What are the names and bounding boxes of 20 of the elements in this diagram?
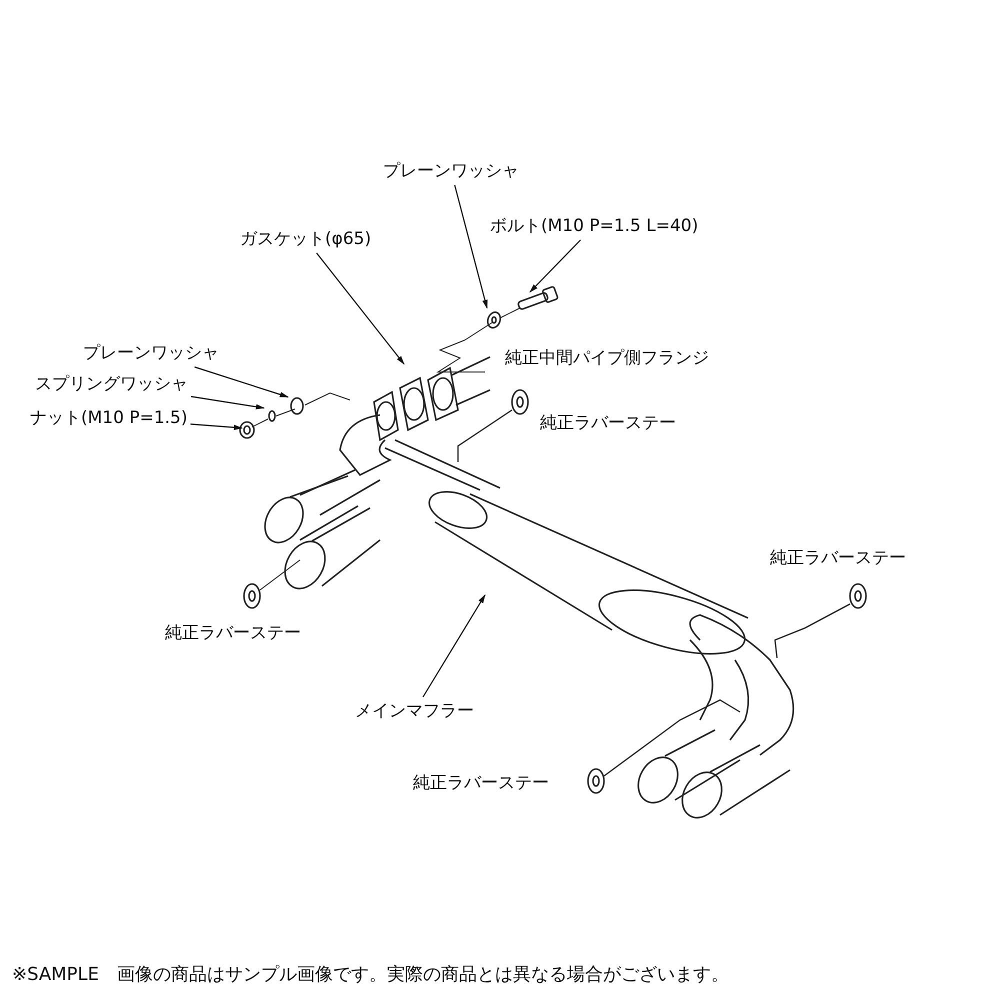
leader-arrow bbox=[194, 366, 289, 398]
leader-arrow bbox=[190, 396, 265, 410]
part-label: メインマフラー bbox=[355, 700, 474, 722]
part-label: 純正中間パイプ側フランジ bbox=[505, 347, 709, 369]
part-label: 純正ラバーステー bbox=[540, 412, 676, 434]
part-label: スプリングワッシャ bbox=[35, 373, 188, 395]
disclaimer-note: ※SAMPLE 画像の商品はサンプル画像です。実際の商品とは異なる場合がございます。 bbox=[12, 964, 729, 986]
leader-arrow bbox=[529, 240, 581, 293]
part-label: ナット(M10 P=1.5) bbox=[30, 407, 188, 429]
leader-arrow bbox=[454, 184, 488, 309]
leader-arrow bbox=[190, 424, 243, 430]
part-label: ガスケット(φ65) bbox=[240, 228, 372, 250]
part-label: 純正ラバーステー bbox=[413, 772, 549, 794]
part-label: プレーンワッシャ bbox=[83, 342, 219, 364]
leader-arrow bbox=[316, 252, 405, 365]
part-label: ボルト(M10 P=1.5 L=40) bbox=[490, 215, 698, 237]
part-label: 純正ラバーステー bbox=[165, 622, 301, 644]
part-label: プレーンワッシャ bbox=[383, 160, 519, 182]
part-label: 純正ラバーステー bbox=[770, 547, 906, 569]
leader-arrow bbox=[422, 594, 486, 698]
